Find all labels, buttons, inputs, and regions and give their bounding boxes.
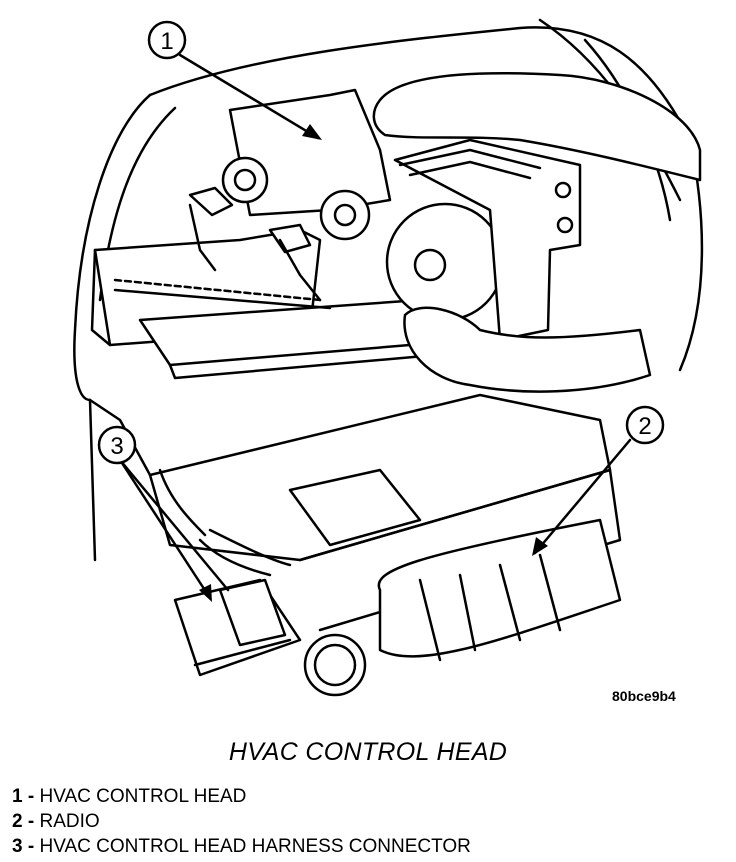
callout-1-circle xyxy=(147,20,187,60)
callout-1-label: 1 xyxy=(160,28,173,55)
hvac-diagram: 1 2 3 xyxy=(73,18,704,697)
figure-code: 80bce9b4 xyxy=(612,688,676,704)
legend-item-number: 1 - xyxy=(12,786,35,807)
legend-item-text: HVAC CONTROL HEAD HARNESS CONNECTOR xyxy=(39,836,471,857)
figure-title: HVAC CONTROL HEAD xyxy=(228,738,508,766)
callout-arrowheads xyxy=(199,124,548,602)
legend-item-text: HVAC CONTROL HEAD xyxy=(39,786,247,807)
legend-item: 3 - HVAC CONTROL HEAD HARNESS CONNECTOR xyxy=(12,834,471,859)
hands xyxy=(372,72,702,393)
legend: 1 - HVAC CONTROL HEAD 2 - RADIO 3 - HVAC… xyxy=(12,784,471,859)
legend-item-number: 3 - xyxy=(12,836,35,857)
callout-leaders xyxy=(118,53,632,600)
radio xyxy=(88,393,622,697)
callout-3-circle xyxy=(97,425,137,465)
legend-item-number: 2 - xyxy=(12,811,35,832)
legend-item-text: RADIO xyxy=(39,811,100,832)
hvac-control-head xyxy=(90,88,582,380)
callout-3-label: 3 xyxy=(110,433,123,460)
legend-item: 1 - HVAC CONTROL HEAD xyxy=(12,784,471,809)
legend-item: 2 - RADIO xyxy=(12,809,471,834)
harness-connector xyxy=(158,468,302,677)
callout-2-circle xyxy=(625,405,665,445)
callout-2-label: 2 xyxy=(638,413,651,440)
